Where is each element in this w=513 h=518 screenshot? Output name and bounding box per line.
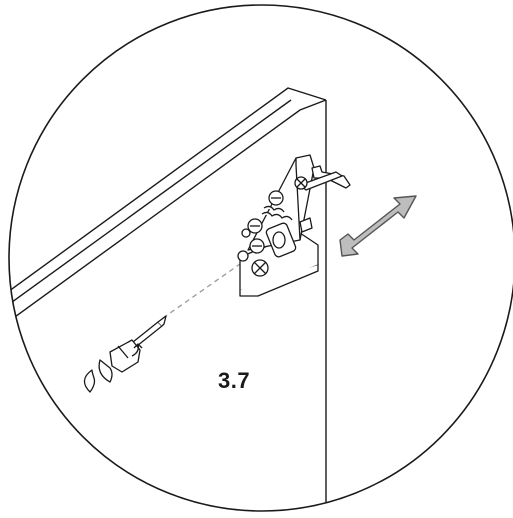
adjustment-arrow-icon: [339, 195, 417, 257]
step-number-label: 3.7: [218, 368, 251, 393]
hinge-bracket-icon: [237, 154, 351, 297]
guide-line: [162, 263, 241, 319]
cabinet-panel: [9, 87, 327, 511]
screwdriver-icon: [83, 315, 167, 393]
